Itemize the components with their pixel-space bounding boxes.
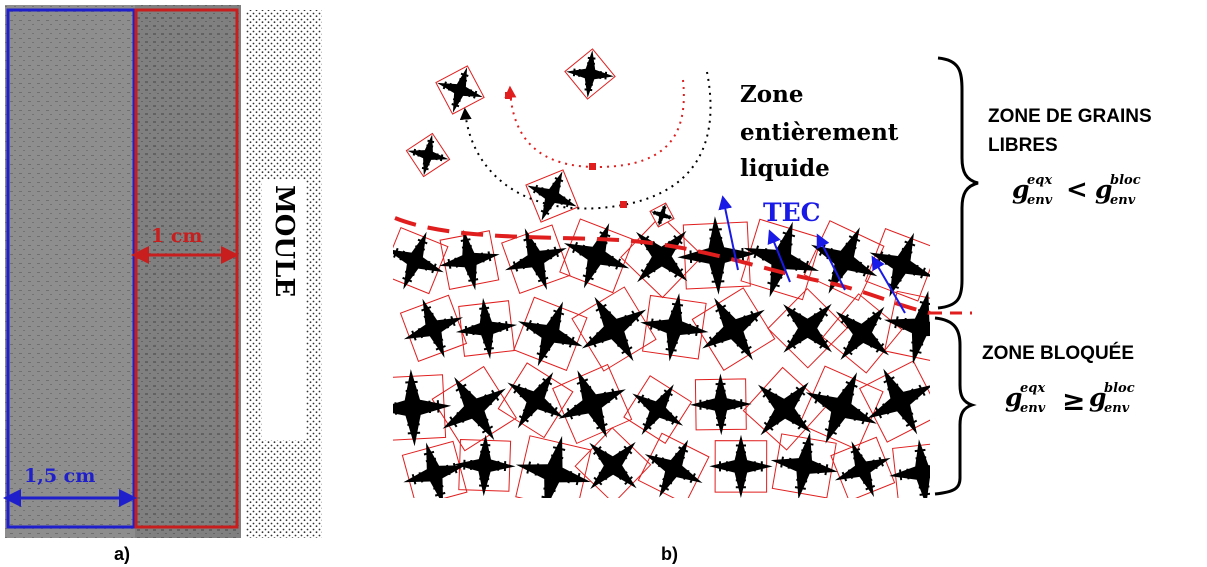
- grain: [525, 169, 579, 223]
- flow-arc-black: [459, 71, 712, 210]
- blocked-zone-title: ZONE BLOQUÉE: [982, 342, 1134, 364]
- grain: [869, 232, 934, 297]
- grain: [649, 202, 675, 228]
- grain: [834, 441, 891, 498]
- svg-text:g: g: [1012, 175, 1029, 204]
- grain: [690, 373, 752, 436]
- grain: [563, 223, 630, 289]
- grain-boundaries: [379, 214, 958, 512]
- grain: [515, 435, 591, 511]
- caption-b: b): [661, 544, 678, 564]
- grain: [439, 229, 500, 291]
- grain: [589, 441, 637, 490]
- blocked-grains: [360, 210, 970, 538]
- svg-text:env: env: [1027, 193, 1053, 208]
- grain: [644, 439, 703, 498]
- free-zone-formula: g eqx env < g bloc env: [1012, 173, 1141, 208]
- svg-text:eqx: eqx: [1027, 173, 1052, 188]
- blue-width-label: 1,5 cm: [24, 465, 95, 487]
- grain: [405, 132, 451, 178]
- micrograph-dark-band: [135, 5, 241, 538]
- svg-text:env: env: [1104, 401, 1130, 416]
- grain: [805, 372, 877, 444]
- blocked-zone-formula: g eqx env ≥ g bloc env: [1005, 381, 1135, 417]
- grain: [702, 297, 765, 361]
- free-zone-title-2: LIBRES: [988, 135, 1058, 156]
- grain: [558, 370, 626, 438]
- red-width-label: 1 cm: [151, 225, 203, 247]
- svg-text:≥: ≥: [1062, 384, 1085, 417]
- grain: [835, 306, 889, 360]
- grain: [505, 228, 567, 290]
- grain: [564, 48, 616, 100]
- flow-arc-red: [504, 79, 685, 169]
- panel-a: 1 cm 1,5 cm MOULE a): [3, 5, 322, 564]
- grain: [442, 377, 506, 441]
- grain: [636, 230, 688, 283]
- grain: [632, 384, 684, 435]
- svg-text:bloc: bloc: [1110, 173, 1141, 188]
- grain: [518, 301, 583, 367]
- grain: [640, 293, 709, 362]
- svg-text:env: env: [1020, 401, 1046, 416]
- coherency-envelope-line: [394, 216, 931, 315]
- free-zone-brace: [937, 56, 979, 310]
- grain: [770, 432, 838, 500]
- svg-text:bloc: bloc: [1104, 381, 1135, 396]
- blocked-zone-brace: [934, 316, 977, 496]
- svg-text:g: g: [1095, 175, 1112, 204]
- tec-arrows: [718, 195, 906, 314]
- grain: [783, 303, 832, 353]
- grain: [386, 231, 444, 290]
- grain: [867, 368, 934, 435]
- grain: [403, 298, 463, 358]
- svg-text:eqx: eqx: [1020, 381, 1045, 396]
- grain: [453, 434, 516, 497]
- grain: [403, 442, 466, 505]
- grain: [581, 296, 647, 362]
- grain: [884, 290, 958, 364]
- svg-text:env: env: [1110, 193, 1136, 208]
- free-grains: [405, 48, 675, 228]
- caption-a: a): [114, 544, 130, 564]
- grain: [455, 297, 518, 360]
- red-frame: [134, 8, 239, 529]
- svg-text:g: g: [1089, 383, 1106, 412]
- svg-text:g: g: [1005, 383, 1022, 412]
- panel-b: Zone entièrement liquide TEC ZONE DE GRA…: [360, 48, 1152, 564]
- grain: [507, 372, 564, 429]
- grain: [709, 434, 773, 498]
- liquid-zone-line-2: entièrement: [740, 119, 899, 146]
- grain: [811, 227, 878, 294]
- liquid-zone-line-1: Zone: [740, 81, 804, 108]
- free-zone-title-1: ZONE DE GRAINS: [988, 106, 1152, 127]
- grain: [758, 382, 812, 436]
- blue-frame: [6, 8, 136, 529]
- liquid-zone-line-3: liquide: [740, 155, 830, 182]
- tec-label: TEC: [763, 198, 821, 227]
- grain: [435, 65, 485, 115]
- svg-text:<: <: [1066, 175, 1088, 205]
- mould-label: MOULE: [269, 185, 299, 297]
